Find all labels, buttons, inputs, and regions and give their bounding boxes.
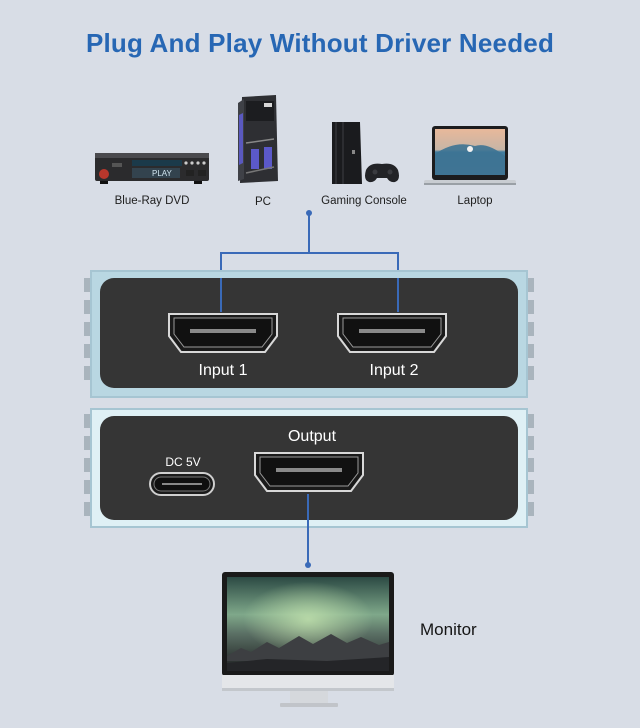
desktop-pc-icon — [236, 93, 280, 187]
source-label-console: Gaming Console — [321, 195, 407, 207]
input-panel — [100, 278, 518, 388]
hdmi-input-2-port[interactable] — [335, 311, 449, 356]
connector-dot-bottom — [305, 562, 311, 568]
page-title: Plug And Play Without Driver Needed — [85, 28, 555, 58]
connector-line-split — [220, 252, 399, 254]
usb-c-power-port[interactable] — [148, 471, 216, 497]
dc-5v-label: DC 5V — [165, 455, 201, 469]
laptop-icon — [422, 124, 518, 186]
switch-input-side — [84, 270, 534, 400]
connector-line-sources — [308, 213, 310, 253]
hdmi-input-1-port[interactable] — [166, 311, 280, 356]
connector-line-input1-panel — [220, 278, 222, 312]
source-label-pc: PC — [255, 196, 271, 208]
bluray-screen-text: PLAY — [152, 169, 173, 178]
bluray-player-icon: PLAY — [94, 150, 210, 186]
connector-line-input2-panel — [397, 278, 399, 312]
hdmi-output-port[interactable] — [252, 450, 366, 495]
input-2-label: Input 2 — [369, 362, 419, 379]
output-label: Output — [287, 428, 337, 445]
monitor-label: Monitor — [420, 620, 477, 639]
connector-line-output — [307, 494, 309, 564]
gaming-console-icon — [330, 120, 402, 186]
monitor-icon — [222, 571, 396, 711]
source-label-laptop: Laptop — [457, 195, 493, 207]
source-label-bluray: Blue-Ray DVD — [114, 195, 190, 207]
input-1-label: Input 1 — [198, 362, 248, 379]
